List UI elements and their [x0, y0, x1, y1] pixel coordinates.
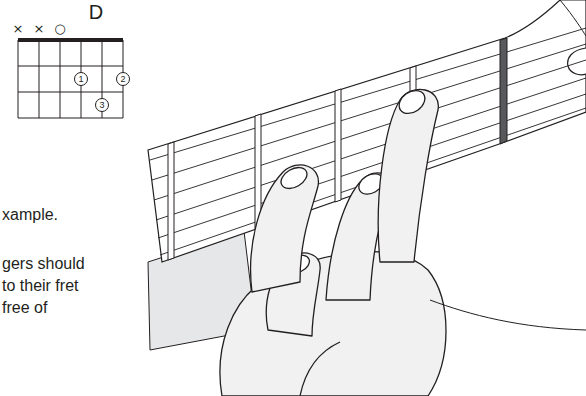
finger-number: 1	[78, 75, 83, 84]
fretting-hand	[220, 86, 586, 396]
muted-string-mark: ×	[13, 22, 24, 37]
finger-circle: 2	[116, 72, 130, 86]
body-text: xample.	[2, 206, 58, 224]
fret	[335, 89, 341, 202]
chord-grid	[18, 40, 123, 118]
hand-finger	[378, 89, 438, 262]
fret-line	[18, 92, 123, 93]
finger-number: 3	[99, 101, 104, 110]
finger-circle: 3	[95, 98, 109, 112]
finger-number: 2	[120, 75, 125, 84]
body-text: free of	[2, 299, 47, 317]
finger-nail	[277, 163, 310, 193]
string-line	[18, 40, 19, 118]
chord-name: D	[89, 1, 103, 24]
string-line	[60, 40, 61, 118]
muted-string-mark: ×	[34, 22, 45, 37]
finger-circle: 1	[74, 72, 88, 86]
fret-line	[18, 66, 123, 67]
fret	[168, 142, 174, 260]
open-string-mark: ○	[54, 22, 65, 37]
headstock-edge	[560, 0, 586, 36]
nut-line	[18, 38, 123, 42]
body-edge	[430, 300, 586, 330]
hand-crease	[300, 342, 340, 396]
guitar-nut	[500, 38, 507, 144]
finger-nail	[395, 86, 429, 118]
string-line	[39, 40, 40, 118]
string	[152, 44, 586, 180]
body-text: gers should	[2, 255, 85, 273]
fret-line	[18, 118, 123, 119]
string	[150, 28, 586, 160]
body-text: to their fret	[2, 277, 78, 295]
